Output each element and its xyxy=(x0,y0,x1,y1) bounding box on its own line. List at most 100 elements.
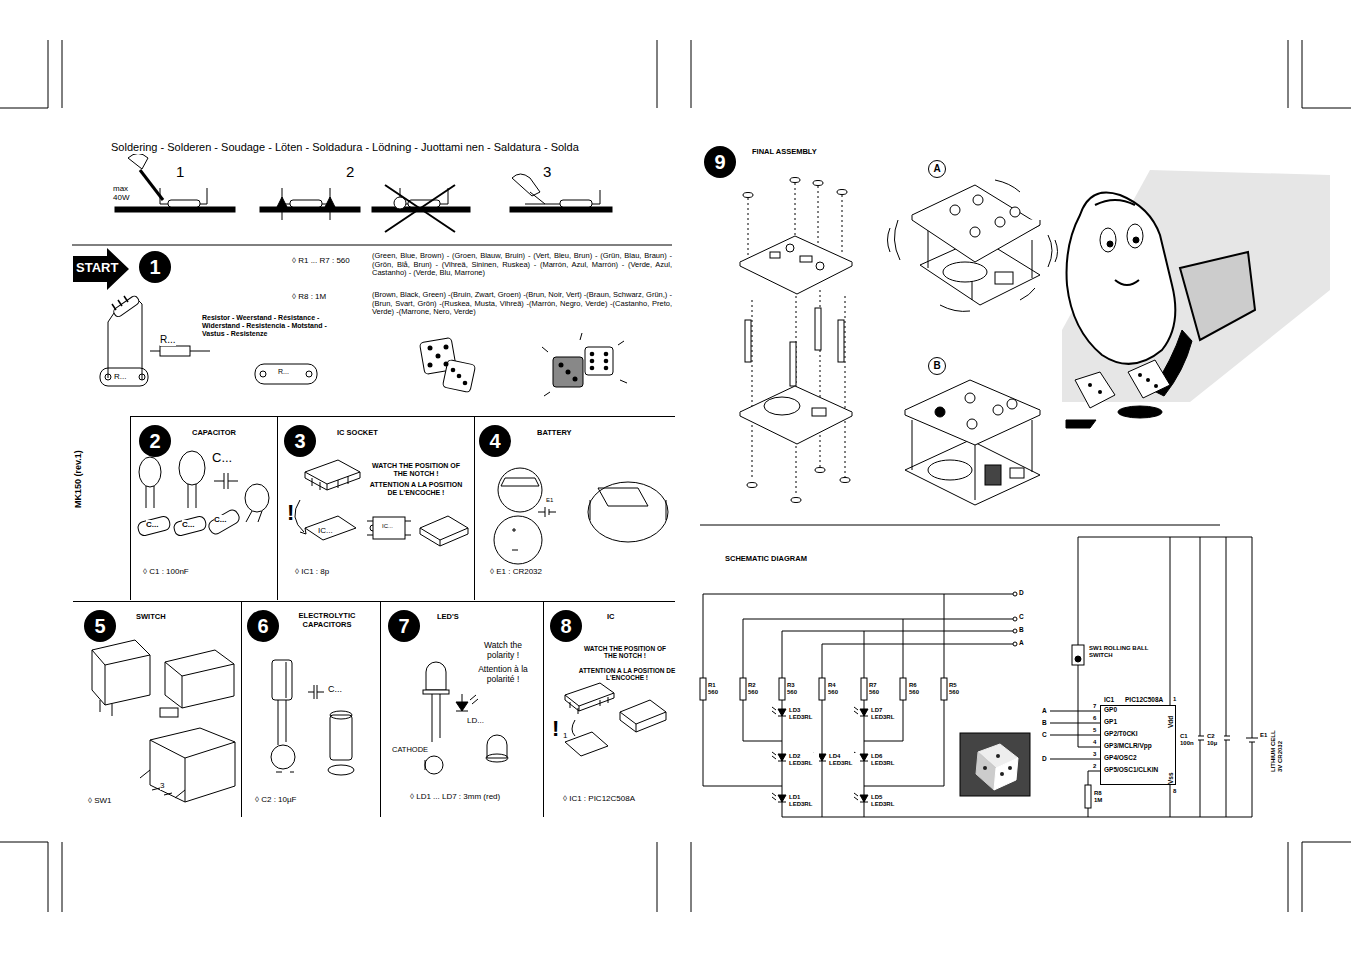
label-text: LITHIUM CELL 3V CR2032 xyxy=(1270,724,1284,772)
node-text: ELECTROLYTIC CAPACITORS xyxy=(282,612,372,629)
label-text: 6 xyxy=(1093,715,1096,722)
label-text: LD... xyxy=(467,716,484,725)
label-text: (Brown, Black, Green) -(Bruin, Zwart, Gr… xyxy=(372,291,672,317)
label-text: R7 560 xyxy=(869,682,885,696)
label-text: Soldering - Solderen - Soudage - Löten -… xyxy=(111,141,579,154)
label-text: 3 xyxy=(160,781,164,790)
step-number: 9 xyxy=(704,146,736,178)
label-text: max 40W xyxy=(113,184,135,202)
node-text: IC SOCKET xyxy=(337,429,378,438)
node-text: PIC12C508A xyxy=(1125,696,1163,703)
label-text: LD7 LED3RL xyxy=(871,707,901,721)
step-number-text: 5 xyxy=(94,616,105,636)
label-text: B xyxy=(1019,626,1024,633)
node-text: BATTERY xyxy=(537,429,572,438)
step-number: 7 xyxy=(388,610,420,642)
label-text: R... xyxy=(114,372,126,381)
label-text: ◊ R8 : 1M xyxy=(292,292,326,301)
node-text: Vss xyxy=(1167,772,1174,784)
step-number-text: 1 xyxy=(149,257,160,277)
label-text: R4 560 xyxy=(828,682,844,696)
label-text: LD3 LED3RL xyxy=(789,707,819,721)
label-text: LD1 LED3RL xyxy=(789,794,819,808)
node-text: LED'S xyxy=(437,613,459,622)
step-panel: ELECTROLYTIC CAPACITORS 6 xyxy=(241,601,380,817)
step-number-text: 7 xyxy=(398,616,409,636)
label-text: ◊ IC1 : PIC12C508A xyxy=(563,794,635,803)
label-text: D xyxy=(1019,589,1024,596)
label-text: 1 xyxy=(1173,696,1176,703)
label-text: C1 100n xyxy=(1180,733,1198,747)
label-text: 8 xyxy=(1173,788,1176,795)
step-panel: IC 8 xyxy=(543,601,675,817)
step-number-text: B xyxy=(933,361,940,371)
label-text: E1 xyxy=(1260,732,1267,739)
label-text: R... xyxy=(160,334,176,346)
label-text: WATCH THE POSITION OF THE NOTCH ! xyxy=(580,645,670,660)
label-text: SW1 ROLLING BALL SWITCH xyxy=(1089,645,1169,659)
step-number-text: 6 xyxy=(257,616,268,636)
label-text: A xyxy=(1019,639,1024,646)
label-text: ATTENTION A LA POSITION DE L'ENCOCHE ! xyxy=(577,667,677,682)
node-text: IC xyxy=(607,613,615,622)
label-text: R8 1M xyxy=(1094,790,1110,804)
label-text: ! xyxy=(287,500,294,525)
label-text: FINAL ASSEMBLY xyxy=(752,148,817,157)
step-number: 6 xyxy=(247,610,279,642)
step-panel: LED'S 7 xyxy=(380,601,543,817)
label-text: B xyxy=(1042,719,1047,726)
label-text: 5 xyxy=(1093,727,1096,734)
label-text: ◊ C1 : 100nF xyxy=(143,567,189,576)
node-text: GP0 xyxy=(1104,706,1117,713)
node-text: Vdd xyxy=(1167,716,1174,728)
label-text: R3 560 xyxy=(787,682,803,696)
label-text: Watch the polarity ! xyxy=(478,641,528,661)
step-number: 4 xyxy=(479,425,511,457)
node-text: GP4/OSC2 xyxy=(1104,754,1137,761)
label-text: Resistor - Weerstand - Résistance - Wide… xyxy=(202,314,337,338)
node-text: SWITCH xyxy=(136,613,166,622)
step-number-text: 2 xyxy=(149,431,160,451)
step-number: 1 xyxy=(139,251,171,283)
label-text: C... xyxy=(146,520,158,529)
step-number-text: 3 xyxy=(294,431,305,451)
node-text: GP3/MCLR/Vpp xyxy=(1104,742,1152,749)
view-letter: A xyxy=(928,160,946,178)
label-text: C... xyxy=(214,515,226,524)
label-text: C... xyxy=(182,520,194,529)
label-text: ATTENTION A LA POSITION DE L'ENCOCHE ! xyxy=(364,481,468,497)
label-text: C... xyxy=(212,451,232,466)
view-letter: B xyxy=(928,357,946,375)
node-text: START xyxy=(76,261,118,276)
node-text: GP1 xyxy=(1104,718,1117,725)
label-text: MK150 (rev.1) xyxy=(73,450,83,508)
label-text: LD6 LED3RL xyxy=(871,753,901,767)
step-number-text: 9 xyxy=(714,152,725,172)
start-arrow: START xyxy=(73,248,130,291)
label-text: ◊ LD1 ... LD7 : 3mm (red) xyxy=(410,792,500,801)
label-text: 2 xyxy=(1093,763,1096,770)
label-text: LD5 LED3RL xyxy=(871,794,901,808)
label-text: Attention à la polarité ! xyxy=(470,665,536,685)
label-text: 1 xyxy=(563,731,567,740)
label-text: CATHODE xyxy=(392,746,428,755)
label-text: R5 560 xyxy=(949,682,965,696)
label-text: R6 560 xyxy=(909,682,925,696)
label-text: SCHEMATIC DIAGRAM xyxy=(725,555,807,564)
label-text: C... xyxy=(328,684,342,694)
step-number: 8 xyxy=(550,610,582,642)
ic-box: IC1PIC12C508AGP0GP1GP2/T0CKIGP3/MCLR/Vpp… xyxy=(1100,705,1176,785)
step-number-text: A xyxy=(933,164,940,174)
step-panel: SWITCH 5 xyxy=(73,601,241,817)
label-text: (Green, Blue, Brown) - (Groen, Blauw, Br… xyxy=(372,252,672,278)
label-text: E1 xyxy=(546,497,553,504)
label-text: C2 10µ xyxy=(1207,733,1224,747)
label-text: R1 560 xyxy=(708,682,724,696)
step-number: 3 xyxy=(284,425,316,457)
label-text: LD2 LED3RL xyxy=(789,753,819,767)
node-text: GP2/T0CKI xyxy=(1104,730,1138,737)
label-text: 2 xyxy=(346,163,354,180)
label-text: 3 xyxy=(543,163,551,180)
label-text: R... xyxy=(278,368,289,376)
label-text: 1 xyxy=(176,163,184,180)
